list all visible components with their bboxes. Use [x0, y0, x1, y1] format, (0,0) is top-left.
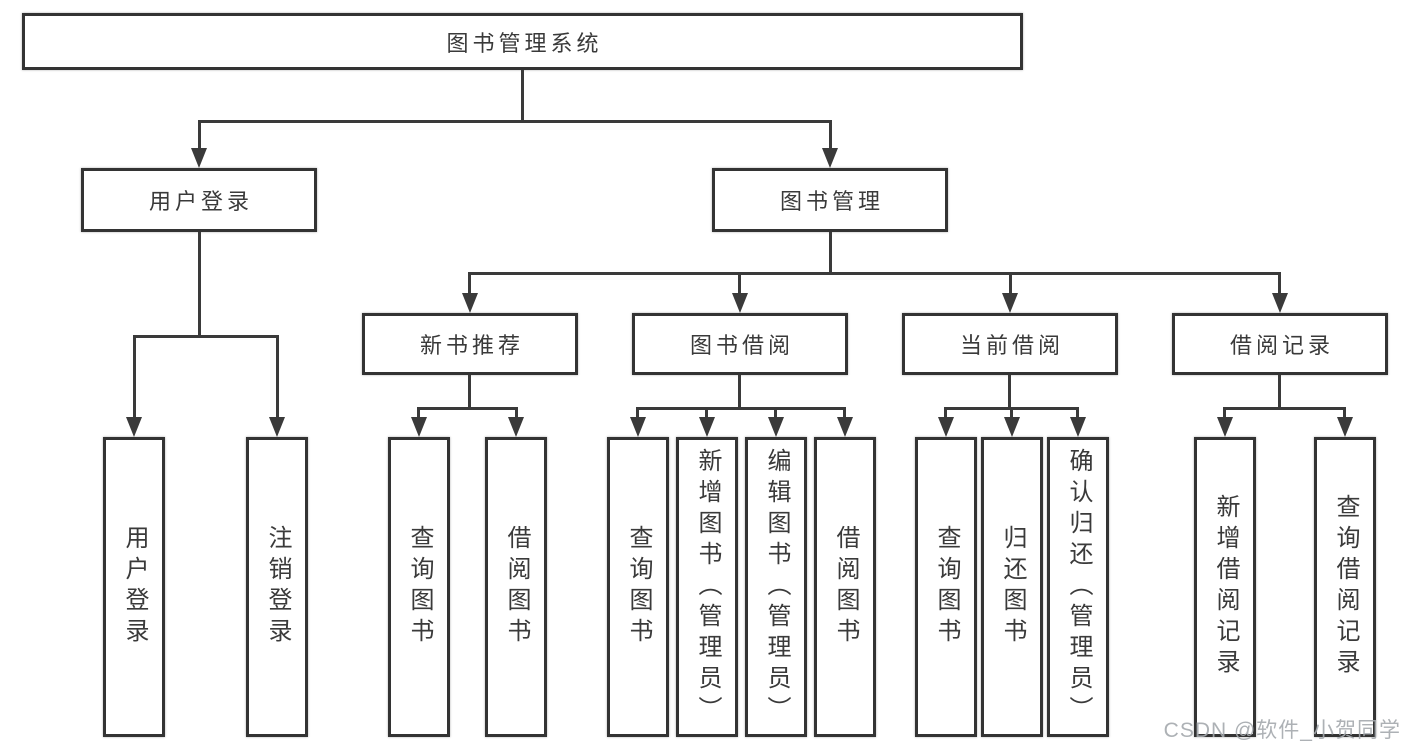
leaf-query-books: 查询图书 [607, 437, 669, 737]
leaf-label: 查询借阅记录 [1332, 494, 1359, 680]
connector-user-login-rail [133, 335, 279, 338]
connector-arrow [508, 417, 524, 437]
leaf-query-books-recommend: 查询图书 [388, 437, 450, 737]
connector-drop [1076, 407, 1079, 419]
connector-drop [636, 407, 639, 419]
connector-arrow [411, 417, 427, 437]
connector-arrow [1272, 293, 1288, 313]
node-new-book-recommend: 新书推荐 [362, 313, 578, 375]
connector-root-stem [521, 70, 524, 120]
leaf-logout: 注销登录 [246, 437, 308, 737]
connector-drop [1010, 407, 1013, 419]
leaf-label: 查询图书 [625, 525, 652, 649]
leaf-label: 借阅图书 [832, 525, 859, 649]
connector-drop [843, 407, 846, 419]
leaf-query-books-current: 查询图书 [915, 437, 977, 737]
connector-arrow [630, 417, 646, 437]
node-library-management-system: 图书管理系统 [22, 13, 1023, 70]
connector-arrow [699, 417, 715, 437]
node-book-borrow: 图书借阅 [632, 313, 848, 375]
node-label: 图书管理 [779, 189, 884, 214]
connector-rail [1223, 407, 1346, 410]
connector-drop [468, 272, 471, 295]
csdn-watermark: CSDN @软件_小贺同学 [1163, 719, 1401, 742]
leaf-label: 查询图书 [406, 525, 433, 649]
connector-arrow [1004, 417, 1020, 437]
leaf-label: 新增借阅记录 [1212, 494, 1239, 680]
connector-arrow [1337, 417, 1353, 437]
connector-drop [1278, 272, 1281, 295]
connector-arrow [269, 417, 285, 437]
connector-drop [417, 407, 420, 419]
node-current-borrow: 当前借阅 [902, 313, 1118, 375]
connector-arrow [1002, 293, 1018, 313]
connector-user-login-drop [198, 120, 201, 150]
connector-rail [636, 407, 846, 410]
connector-drop [705, 407, 708, 419]
connector-arrow [126, 417, 142, 437]
leaf-add-borrow-record: 新增借阅记录 [1194, 437, 1256, 737]
node-label: 新书推荐 [419, 333, 524, 358]
connector-drop [1009, 272, 1012, 295]
node-label: 用户登录 [148, 189, 253, 214]
connector-level2-rail [198, 120, 832, 123]
leaf-label: 查询图书 [933, 525, 960, 649]
connector-arrow [938, 417, 954, 437]
node-label: 当前借阅 [959, 333, 1064, 358]
connector-arrow-book-mgmt [822, 148, 838, 168]
connector-rail [417, 407, 518, 410]
leaf-borrow-books-recommend: 借阅图书 [485, 437, 547, 737]
leaf-label: 用户登录 [121, 525, 148, 649]
connector-drop [774, 407, 777, 419]
connector-arrow [732, 293, 748, 313]
connector-user-login-stem [198, 232, 201, 335]
connector-drop [1343, 407, 1346, 419]
leaf-label: 编辑图书（管理员） [763, 447, 790, 727]
leaf-label: 新增图书（管理员） [694, 447, 721, 727]
connector-book-mgmt-drop [829, 120, 832, 150]
connector-level3-rail [468, 272, 1281, 275]
connector-drop [738, 272, 741, 295]
connector-arrow [462, 293, 478, 313]
leaf-label: 借阅图书 [503, 525, 530, 649]
leaf-return-books: 归还图书 [981, 437, 1043, 737]
node-label: 图书借阅 [689, 333, 794, 358]
connector-arrow [768, 417, 784, 437]
leaf-borrow-books: 借阅图书 [814, 437, 876, 737]
connector-arrow [1070, 417, 1086, 437]
connector-drop [133, 335, 136, 419]
connector-arrow [1217, 417, 1233, 437]
node-label: 图书管理系统 [446, 30, 603, 56]
node-borrow-records: 借阅记录 [1172, 313, 1388, 375]
connector-arrow [837, 417, 853, 437]
connector-drop [944, 407, 947, 419]
node-label: 借阅记录 [1229, 333, 1334, 358]
node-user-login: 用户登录 [81, 168, 317, 232]
connector-drop [276, 335, 279, 419]
connector-book-mgmt-stem [829, 232, 832, 272]
leaf-label: 注销登录 [264, 525, 291, 649]
connector-stem [738, 375, 741, 407]
leaf-edit-books-admin: 编辑图书（管理员） [745, 437, 807, 737]
leaf-query-borrow-record: 查询借阅记录 [1314, 437, 1376, 737]
node-book-management: 图书管理 [712, 168, 948, 232]
connector-stem [1278, 375, 1281, 407]
connector-arrow-user-login [191, 148, 207, 168]
leaf-user-login: 用户登录 [103, 437, 165, 737]
connector-drop [515, 407, 518, 419]
leaf-confirm-return-admin: 确认归还（管理员） [1047, 437, 1109, 737]
connector-drop [1223, 407, 1226, 419]
connector-stem [1008, 375, 1011, 407]
connector-stem [468, 375, 471, 407]
leaf-add-books-admin: 新增图书（管理员） [676, 437, 738, 737]
leaf-label: 确认归还（管理员） [1065, 447, 1092, 727]
leaf-label: 归还图书 [999, 525, 1026, 649]
